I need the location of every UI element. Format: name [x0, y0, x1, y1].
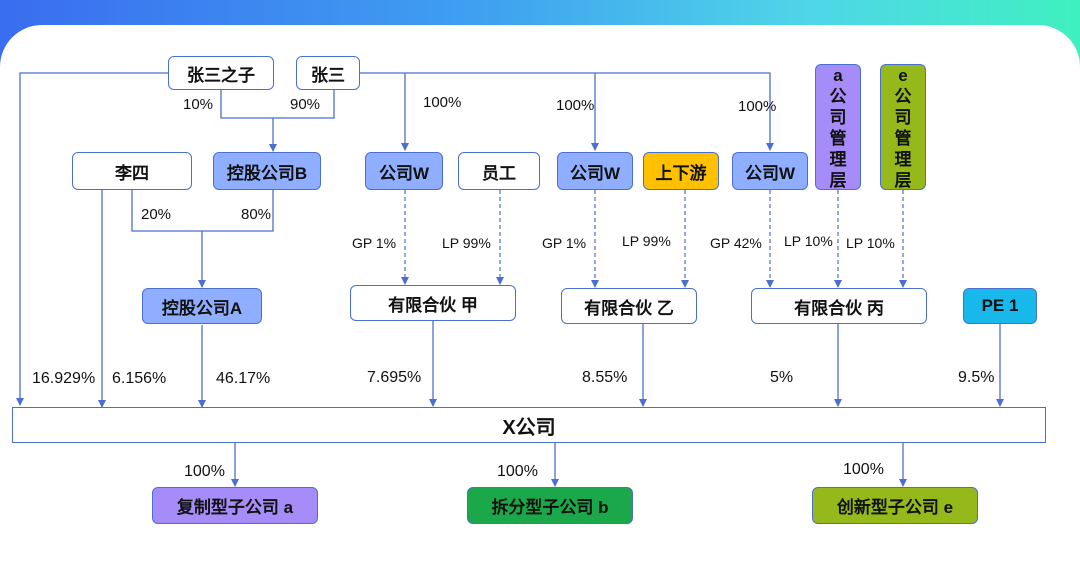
edge-label: 8.55% [582, 369, 628, 386]
upstream-downstream-node: 上下游 [643, 152, 719, 190]
e-management-char: 管 [894, 129, 912, 148]
edge-label: 10% [183, 96, 214, 113]
edge-label: LP 10% [846, 235, 895, 251]
zhangsan-node: 张三 [296, 56, 360, 90]
a-management-char: 理 [829, 150, 847, 169]
company-w-1-node: 公司W [365, 152, 443, 190]
edge-label: 7.695% [367, 369, 422, 386]
e-management-char: 层 [894, 171, 912, 190]
a-management-char: a [833, 66, 843, 85]
company-w-3-node: 公司W [732, 152, 808, 190]
edge-label: 80% [241, 206, 272, 223]
holding-company-b-node: 控股公司B [213, 152, 321, 190]
edge-label: 20% [141, 206, 172, 223]
edge-label: 100% [497, 463, 538, 480]
edge-label: 46.17% [216, 370, 271, 387]
limited-partnership-jia-node: 有限合伙 甲 [350, 285, 516, 321]
edge-label: GP 42% [710, 235, 762, 251]
edge-label: 9.5% [958, 369, 995, 386]
subsidiary-b-node: 拆分型子公司 b [467, 487, 633, 524]
edge-label: 100% [184, 463, 225, 480]
holding-company-a-node: 控股公司A [142, 288, 262, 324]
edge-label: LP 10% [784, 233, 833, 249]
edge-label: 5% [770, 369, 794, 386]
edge-label: 100% [738, 98, 777, 115]
edge-label: 100% [843, 461, 884, 478]
subsidiary-a-node: 复制型子公司 a [152, 487, 318, 524]
company-w-2-node: 公司W [557, 152, 633, 190]
e-management-node: e 公 司 管 理 层 [880, 64, 926, 190]
e-management-char: e [898, 66, 908, 85]
e-management-char: 理 [894, 150, 912, 169]
limited-partnership-bing-node: 有限合伙 丙 [751, 288, 927, 324]
a-management-char: 公 [829, 87, 847, 106]
e-management-char: 司 [894, 108, 912, 127]
edge-label: 100% [423, 94, 462, 111]
edge-label: 90% [290, 96, 321, 113]
a-management-char: 管 [829, 129, 847, 148]
edge-label: GP 1% [352, 235, 397, 251]
a-management-char: 司 [829, 108, 847, 127]
limited-partnership-yi-node: 有限合伙 乙 [561, 288, 697, 324]
lisi-node: 李四 [72, 152, 192, 190]
edge-label: LP 99% [442, 235, 491, 251]
edge-label: GP 1% [542, 235, 587, 251]
edge-label: 16.929% [32, 370, 96, 387]
pe1-node: PE 1 [963, 288, 1037, 324]
edge-label: 6.156% [112, 370, 167, 387]
edge-label: LP 99% [622, 233, 671, 249]
employee-node: 员工 [458, 152, 540, 190]
edge-label: 100% [556, 97, 595, 114]
subsidiary-e-node: 创新型子公司 e [812, 487, 978, 524]
a-management-node: a 公 司 管 理 层 [815, 64, 861, 190]
x-company-node: X公司 [12, 407, 1046, 443]
a-management-char: 层 [829, 171, 847, 190]
zhangsan-son-node: 张三之子 [168, 56, 274, 90]
connector-lines [16, 72, 1004, 487]
e-management-char: 公 [894, 87, 912, 106]
